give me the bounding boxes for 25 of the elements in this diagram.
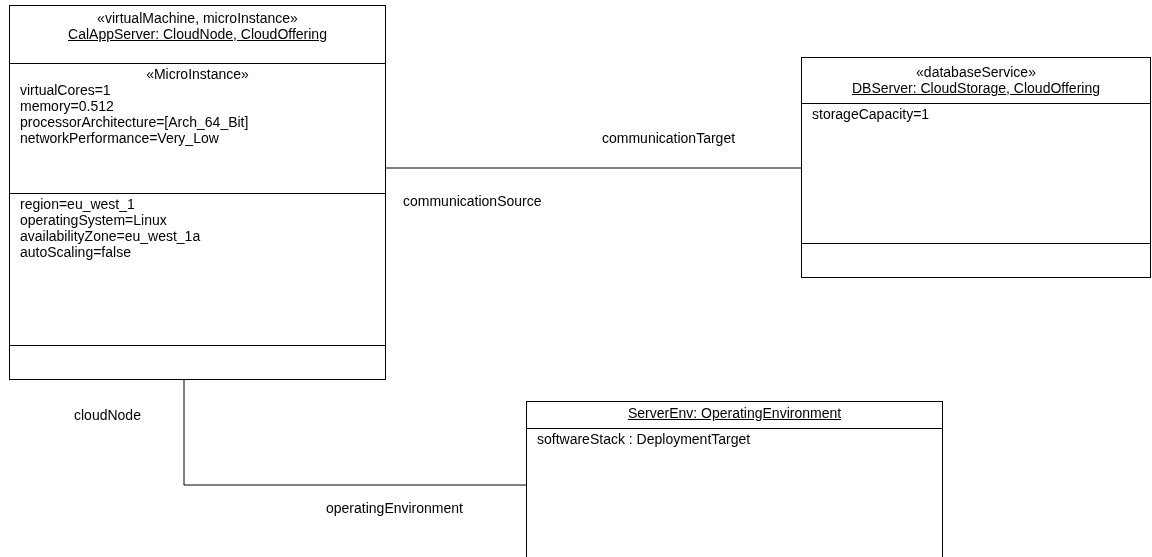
attribute-text: processorArchitecture=[Arch_64_Bit]	[20, 114, 249, 130]
attribute-text: storageCapacity=1	[812, 106, 930, 122]
object-box	[801, 57, 1151, 278]
connector-line	[183, 379, 527, 486]
connector-line	[385, 167, 802, 169]
object-box	[526, 401, 943, 557]
role-label: cloudNode	[74, 407, 141, 423]
object-name: ServerEnv: OperatingEnvironment	[627, 405, 842, 421]
stereotype-label: «databaseService»	[916, 64, 1036, 80]
stereotype-label: «virtualMachine, microInstance»	[97, 10, 298, 26]
object-box	[9, 5, 386, 380]
stereotype-label: «MicroInstance»	[146, 66, 249, 82]
role-label: communicationSource	[403, 193, 542, 209]
attribute-text: autoScaling=false	[20, 244, 131, 260]
role-label: operatingEnvironment	[326, 500, 463, 516]
attribute-text: virtualCores=1	[20, 82, 111, 98]
object-name: DBServer: CloudStorage, CloudOffering	[852, 80, 1100, 96]
attribute-text: operatingSystem=Linux	[20, 212, 167, 228]
attribute-text: softwareStack : DeploymentTarget	[537, 431, 751, 447]
object-name: CalAppServer: CloudNode, CloudOffering	[68, 26, 327, 42]
attribute-text: networkPerformance=Very_Low	[20, 130, 219, 146]
role-label: communicationTarget	[602, 130, 736, 146]
attribute-text: region=eu_west_1	[20, 196, 135, 212]
attribute-text: memory=0.512	[20, 98, 114, 114]
attribute-text: availabilityZone=eu_west_1a	[20, 228, 201, 244]
